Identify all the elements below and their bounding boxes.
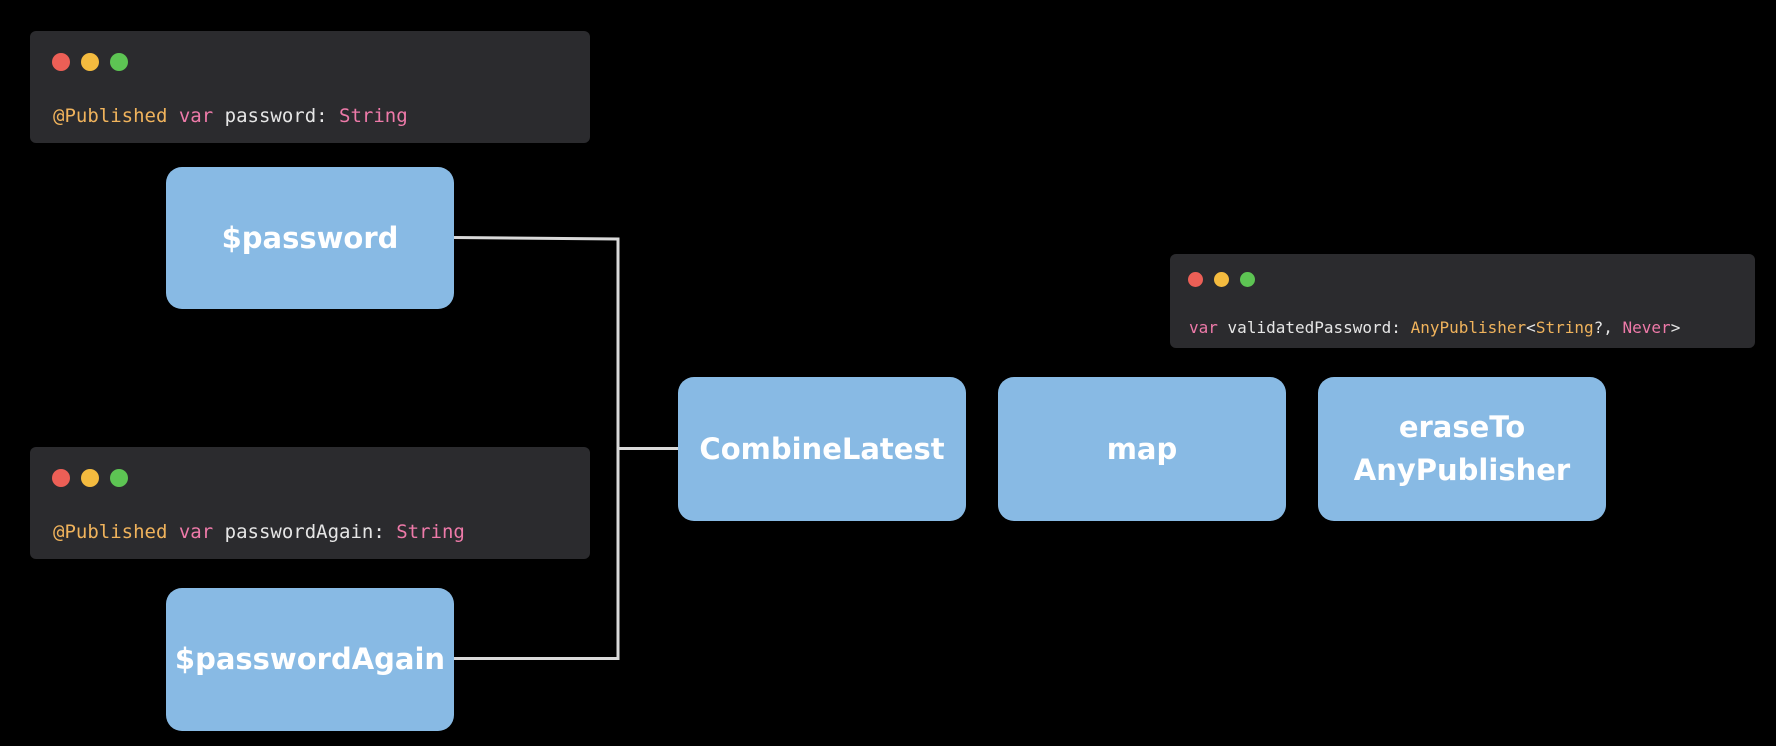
zoom-dot-icon (1240, 272, 1255, 287)
node-combine-latest: CombineLatest (678, 377, 966, 521)
code-attribute: @Published (53, 521, 168, 543)
connector-password (453, 236, 678, 450)
code-type: String (1535, 318, 1594, 337)
node-password: $password (166, 167, 454, 309)
connector-password-again (454, 448, 620, 660)
node-password-again: $passwordAgain (166, 588, 454, 731)
code-line: @Published var passwordAgain: String (53, 521, 465, 543)
node-erase-to-any-publisher: eraseTo AnyPublisher (1318, 377, 1606, 521)
node-label: $passwordAgain (174, 642, 446, 676)
node-label: $password (221, 220, 399, 255)
zoom-dot-icon (110, 469, 128, 487)
code-line: @Published var password: String (53, 105, 408, 127)
node-label: map (1106, 431, 1178, 466)
code-keyword: var (178, 105, 214, 127)
code-window-password-again: @Published var passwordAgain: String (30, 447, 590, 559)
code-punctuation: ?, (1593, 318, 1623, 337)
node-label: CombineLatest (699, 431, 945, 466)
minimize-dot-icon (81, 53, 99, 71)
code-keyword: var (1189, 318, 1218, 337)
code-identifier: password: (224, 105, 328, 127)
code-window-password: @Published var password: String (30, 31, 590, 143)
node-map: map (998, 377, 1286, 521)
zoom-dot-icon (110, 53, 128, 71)
window-controls (52, 53, 128, 71)
window-controls (1188, 272, 1255, 287)
close-dot-icon (52, 469, 70, 487)
code-line: var validatedPassword: AnyPublisher<Stri… (1189, 318, 1680, 337)
code-identifier: validatedPassword: (1227, 318, 1401, 337)
code-type: String (339, 105, 408, 127)
minimize-dot-icon (81, 469, 99, 487)
close-dot-icon (1188, 272, 1203, 287)
code-identifier: passwordAgain: (224, 521, 385, 543)
code-punctuation: < (1526, 318, 1536, 337)
code-window-validated-password: var validatedPassword: AnyPublisher<Stri… (1170, 254, 1755, 348)
code-punctuation: > (1670, 318, 1681, 337)
minimize-dot-icon (1214, 272, 1229, 287)
window-controls (52, 469, 128, 487)
code-type: Never (1622, 318, 1671, 337)
code-keyword: var (178, 521, 214, 543)
code-attribute: @Published (53, 105, 168, 127)
node-label: eraseTo AnyPublisher (1353, 410, 1571, 487)
code-type: String (396, 521, 465, 543)
close-dot-icon (52, 53, 70, 71)
code-type: AnyPublisher (1410, 318, 1527, 337)
